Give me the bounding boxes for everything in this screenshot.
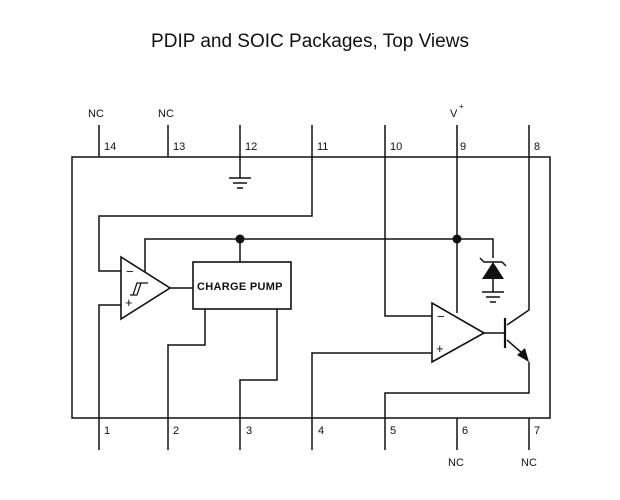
wire-emitter-to-pin5: [384, 362, 530, 418]
pin-3-number: 3: [246, 425, 252, 437]
package-outline: [71, 156, 551, 419]
op-amp: − +: [431, 301, 486, 364]
supply-superscript: +: [459, 102, 464, 111]
pin-10-number: 10: [390, 141, 402, 153]
opamp-minus-sign: −: [437, 309, 445, 324]
ground-symbol-pin12: [229, 157, 251, 189]
wire-pin10-to-opamp-minus: [384, 157, 432, 317]
wire-pin11-to-comparator-minus: [98, 157, 313, 272]
pin-7-label: NC: [521, 457, 537, 469]
wire-charge-pump-to-pin2: [167, 309, 206, 418]
wire-charge-pump-to-pin3: [239, 309, 278, 418]
pin-13-number: 13: [173, 141, 185, 153]
pin-8-number: 8: [534, 141, 540, 153]
comparator-minus-sign: −: [126, 264, 134, 279]
hysteresis-icon: [130, 282, 148, 296]
opamp-plus-sign: +: [436, 341, 444, 356]
charge-pump-label: CHARGE PUMP: [197, 281, 283, 293]
pin-4-number: 4: [318, 425, 324, 437]
bottom-pins: [98, 418, 530, 450]
pin-7-number: 7: [534, 425, 540, 437]
junction-dot-1: [235, 234, 245, 244]
wire-pin1-to-comparator-plus: [98, 304, 121, 418]
pin-1-number: 1: [104, 425, 110, 437]
comparator-plus-sign: +: [125, 295, 133, 310]
diagram-title: PDIP and SOIC Packages, Top Views: [151, 31, 469, 52]
npn-transistor: [503, 157, 530, 362]
charge-pump-block: [192, 261, 292, 310]
pin-14-number: 14: [104, 141, 116, 153]
supply-rail-wire: [144, 238, 494, 272]
pin-12-number: 12: [245, 141, 257, 153]
pin-2-number: 2: [173, 425, 179, 437]
zener-diode: [479, 257, 507, 292]
pin-6-label: NC: [448, 457, 464, 469]
pin-11-number: 11: [317, 141, 328, 153]
pin-5-number: 5: [390, 425, 396, 437]
pin-14-label: NC: [88, 108, 104, 120]
wire-pin8-collector: [506, 157, 530, 326]
top-pins: [98, 125, 530, 157]
pin-9-number: 9: [460, 141, 466, 153]
ground-symbol-zener: [482, 291, 504, 303]
wire-pin4-to-opamp-plus: [311, 352, 432, 418]
pin-6-number: 6: [462, 425, 468, 437]
pin-13-label: NC: [158, 108, 174, 120]
hysteresis-comparator: − +: [120, 255, 172, 321]
emitter-arrow: [517, 348, 529, 362]
pin-9-label: V: [450, 108, 458, 120]
